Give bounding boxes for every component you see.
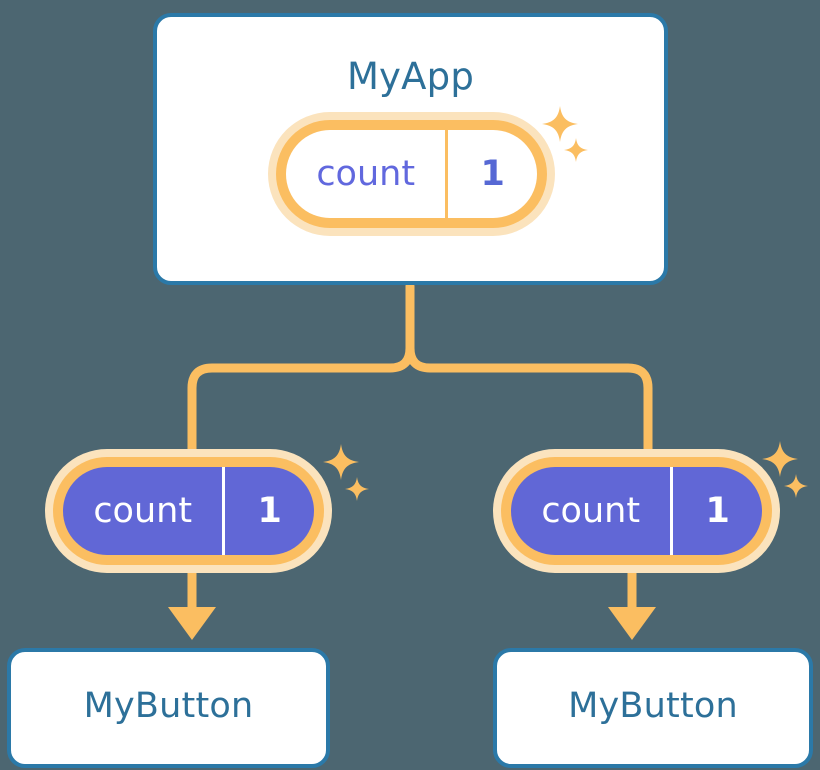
state-value-label: 1 [670,467,762,555]
state-key-label: count [316,154,416,194]
state-value-label: 1 [445,130,537,218]
sparkle-four-point-small-icon [564,138,588,162]
state-pill-mybutton-left[interactable]: count 1 [45,449,332,573]
component-card-mybutton-right[interactable]: MyButton [493,648,813,768]
component-label: MyButton [83,686,254,726]
page-title: MyApp [346,55,475,98]
state-key-label: count [541,491,641,531]
state-key-label: count [93,491,193,531]
state-pill-body: count 1 [511,467,762,555]
state-pill-body: count 1 [63,467,314,555]
state-pill-myapp[interactable]: count 1 [268,112,555,236]
arrow-down-icon-left [168,572,216,640]
sparkle-four-point-icon [542,106,578,142]
component-label: MyButton [568,686,738,726]
state-pill-mybutton-right[interactable]: count 1 [493,449,780,573]
sparkle-four-point-icon [323,444,359,480]
arrow-down-icon-right [608,572,656,640]
state-pill-body: count 1 [286,130,537,218]
component-card-mybutton-left[interactable]: MyButton [7,648,330,768]
state-value-label: 1 [222,467,314,555]
tree-branch-connector [187,281,653,457]
sparkle-four-point-small-icon [345,477,369,501]
sparkle-four-point-icon [762,441,798,477]
sparkle-four-point-small-icon [784,474,808,498]
